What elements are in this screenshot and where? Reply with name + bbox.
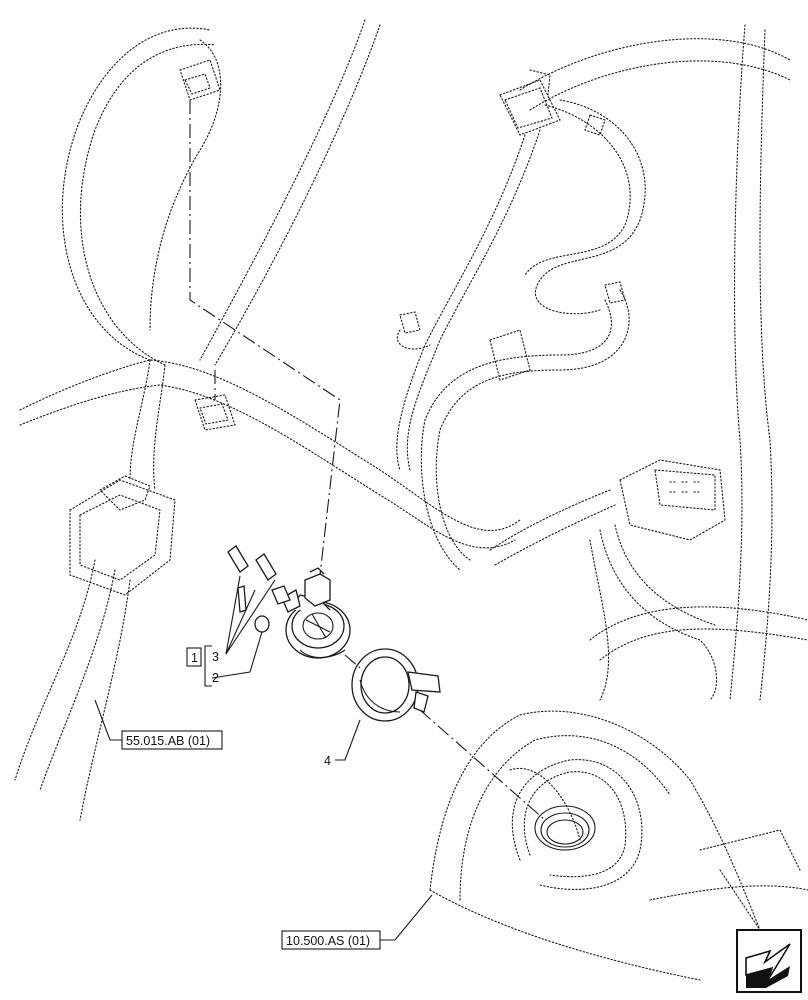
harness-small-plug (399, 114, 626, 334)
wiring-harness (14, 19, 808, 821)
harness-connector-top-right (499, 69, 561, 136)
mounting-ring (351, 648, 441, 722)
callout-ref-1: 1 (186, 647, 202, 667)
mounting-hole (534, 805, 596, 851)
harness-connector-mid-left (194, 394, 236, 431)
callout-item-2: 2 (212, 671, 219, 685)
callout-ref-cab: 10.500.AS (01) (281, 930, 381, 950)
harness-connector-mid-right (489, 329, 531, 381)
callout-item-4: 4 (324, 754, 331, 768)
harness-connector-right-plug (619, 459, 726, 541)
relay-block (69, 475, 176, 596)
ref-cab-text: 10.500.AS (01) (286, 934, 370, 948)
callout-ref-harness: 55.015.AB (01) (121, 730, 223, 750)
terminal-wires (227, 545, 277, 613)
cab-floor-panel (429, 710, 808, 981)
switch-cap (254, 615, 270, 633)
callout-1-text: 1 (191, 651, 198, 665)
assembly-lines (189, 100, 546, 821)
arrow-view-icon (736, 929, 802, 993)
ignition-switch (271, 567, 351, 659)
ref-harness-text: 55.015.AB (01) (126, 734, 210, 748)
harness-connector-top-left (179, 59, 221, 101)
callout-item-3: 3 (212, 650, 219, 664)
